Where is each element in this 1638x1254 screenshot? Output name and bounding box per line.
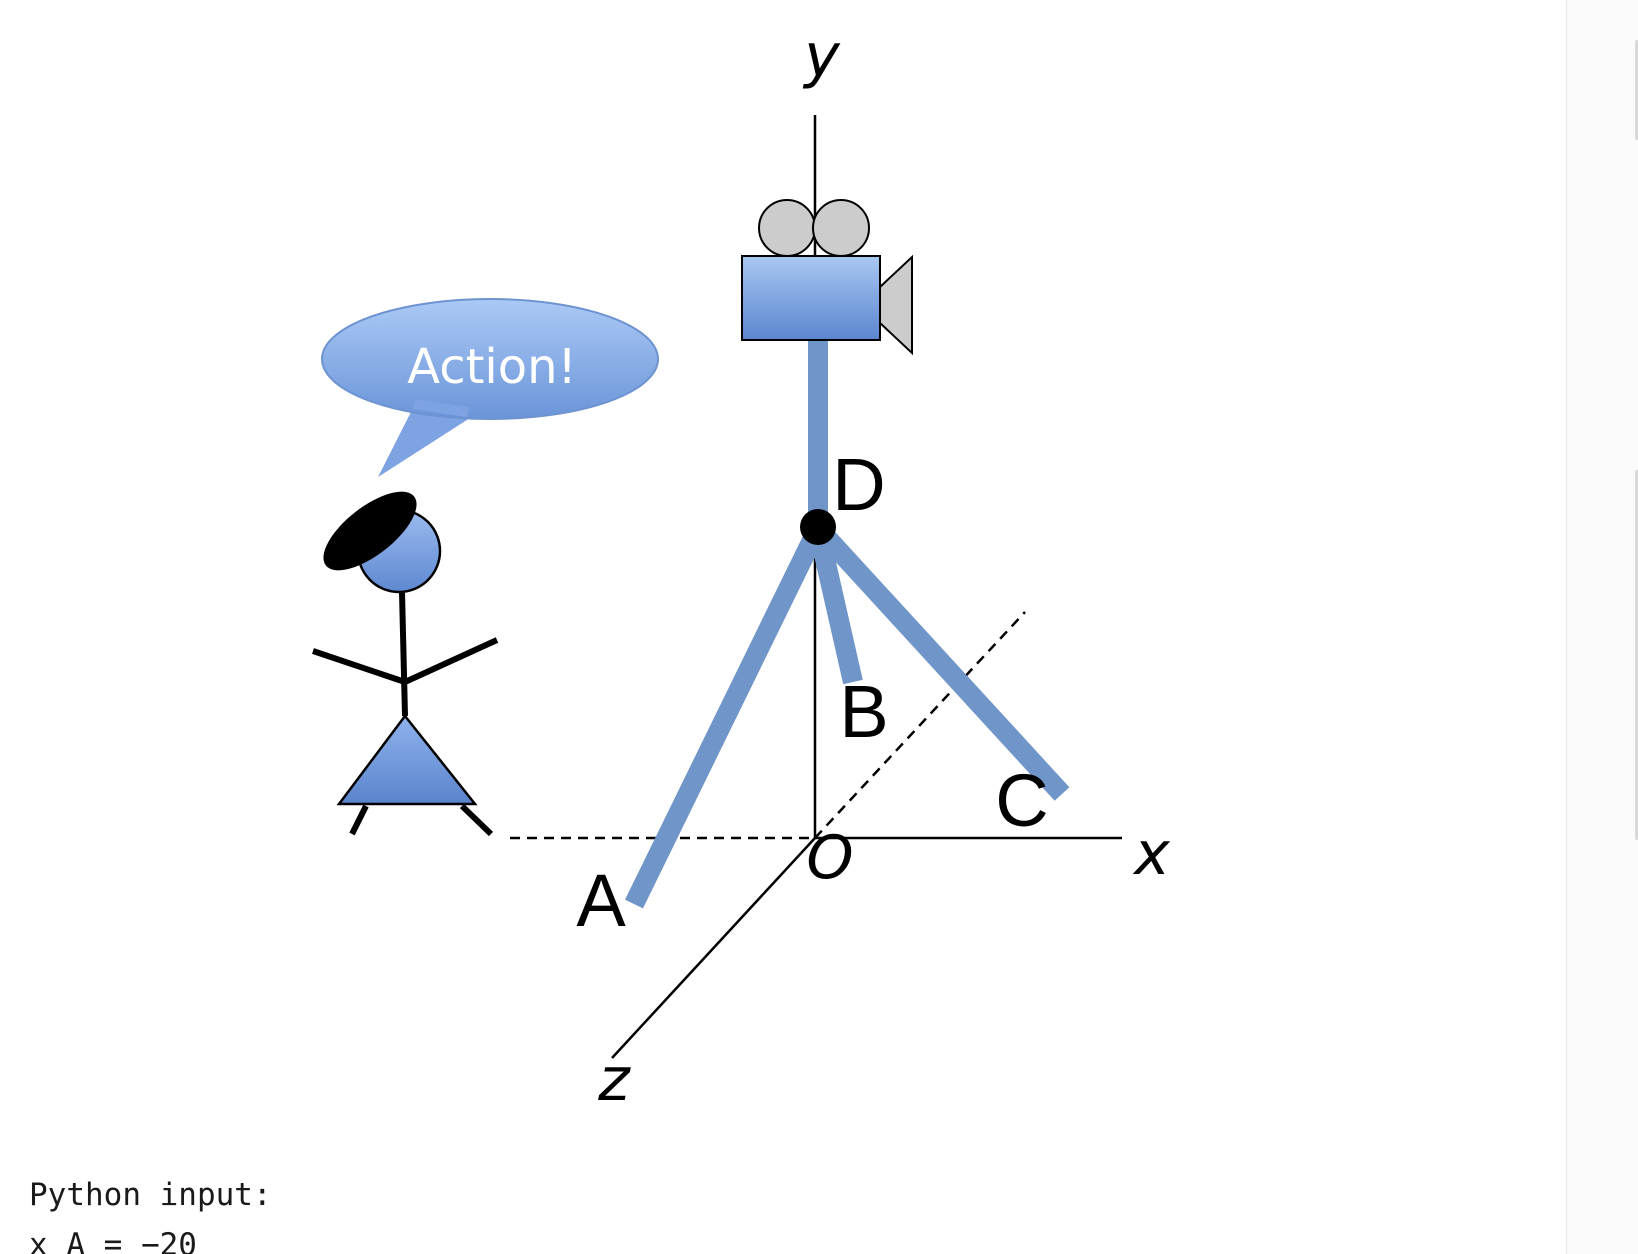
python-input-code: Python input: x_A = −20 xyxy=(29,1170,272,1254)
scroll-marker-top xyxy=(1635,40,1638,140)
origin-label: O xyxy=(806,823,853,893)
tripod-leg-a xyxy=(625,523,827,909)
point-c-label: C xyxy=(995,759,1048,842)
code-line-2: x_A = −20 xyxy=(29,1227,197,1254)
speech-bubble-text: Action! xyxy=(407,339,577,395)
director-skirt xyxy=(336,713,478,806)
point-b-label: B xyxy=(839,670,888,753)
main-panel: Action! y x z O A B C D Python i xyxy=(29,21,1171,1254)
y-axis-label: y xyxy=(802,21,841,91)
tripod-leg-b xyxy=(808,525,863,685)
z-axis-label: z xyxy=(597,1045,631,1115)
right-side-panel xyxy=(1566,0,1638,1254)
scroll-marker-middle xyxy=(1635,470,1638,840)
point-a-label: A xyxy=(576,859,626,942)
x-axis-label: x xyxy=(1132,819,1170,889)
dashed-diagonal-line xyxy=(814,611,1026,839)
tripod-camera-diagram: Action! y x z O A B C D xyxy=(312,21,1170,1115)
camera-icon xyxy=(741,199,913,356)
tripod-leg-c xyxy=(810,521,1070,801)
director-figure xyxy=(312,491,499,837)
z-axis-line xyxy=(611,837,816,1059)
code-line-1: Python input: xyxy=(29,1177,272,1213)
point-d-label: D xyxy=(832,443,885,526)
speech-bubble: Action! xyxy=(321,298,659,477)
point-d-marker xyxy=(800,509,836,545)
beret-icon xyxy=(323,491,417,571)
